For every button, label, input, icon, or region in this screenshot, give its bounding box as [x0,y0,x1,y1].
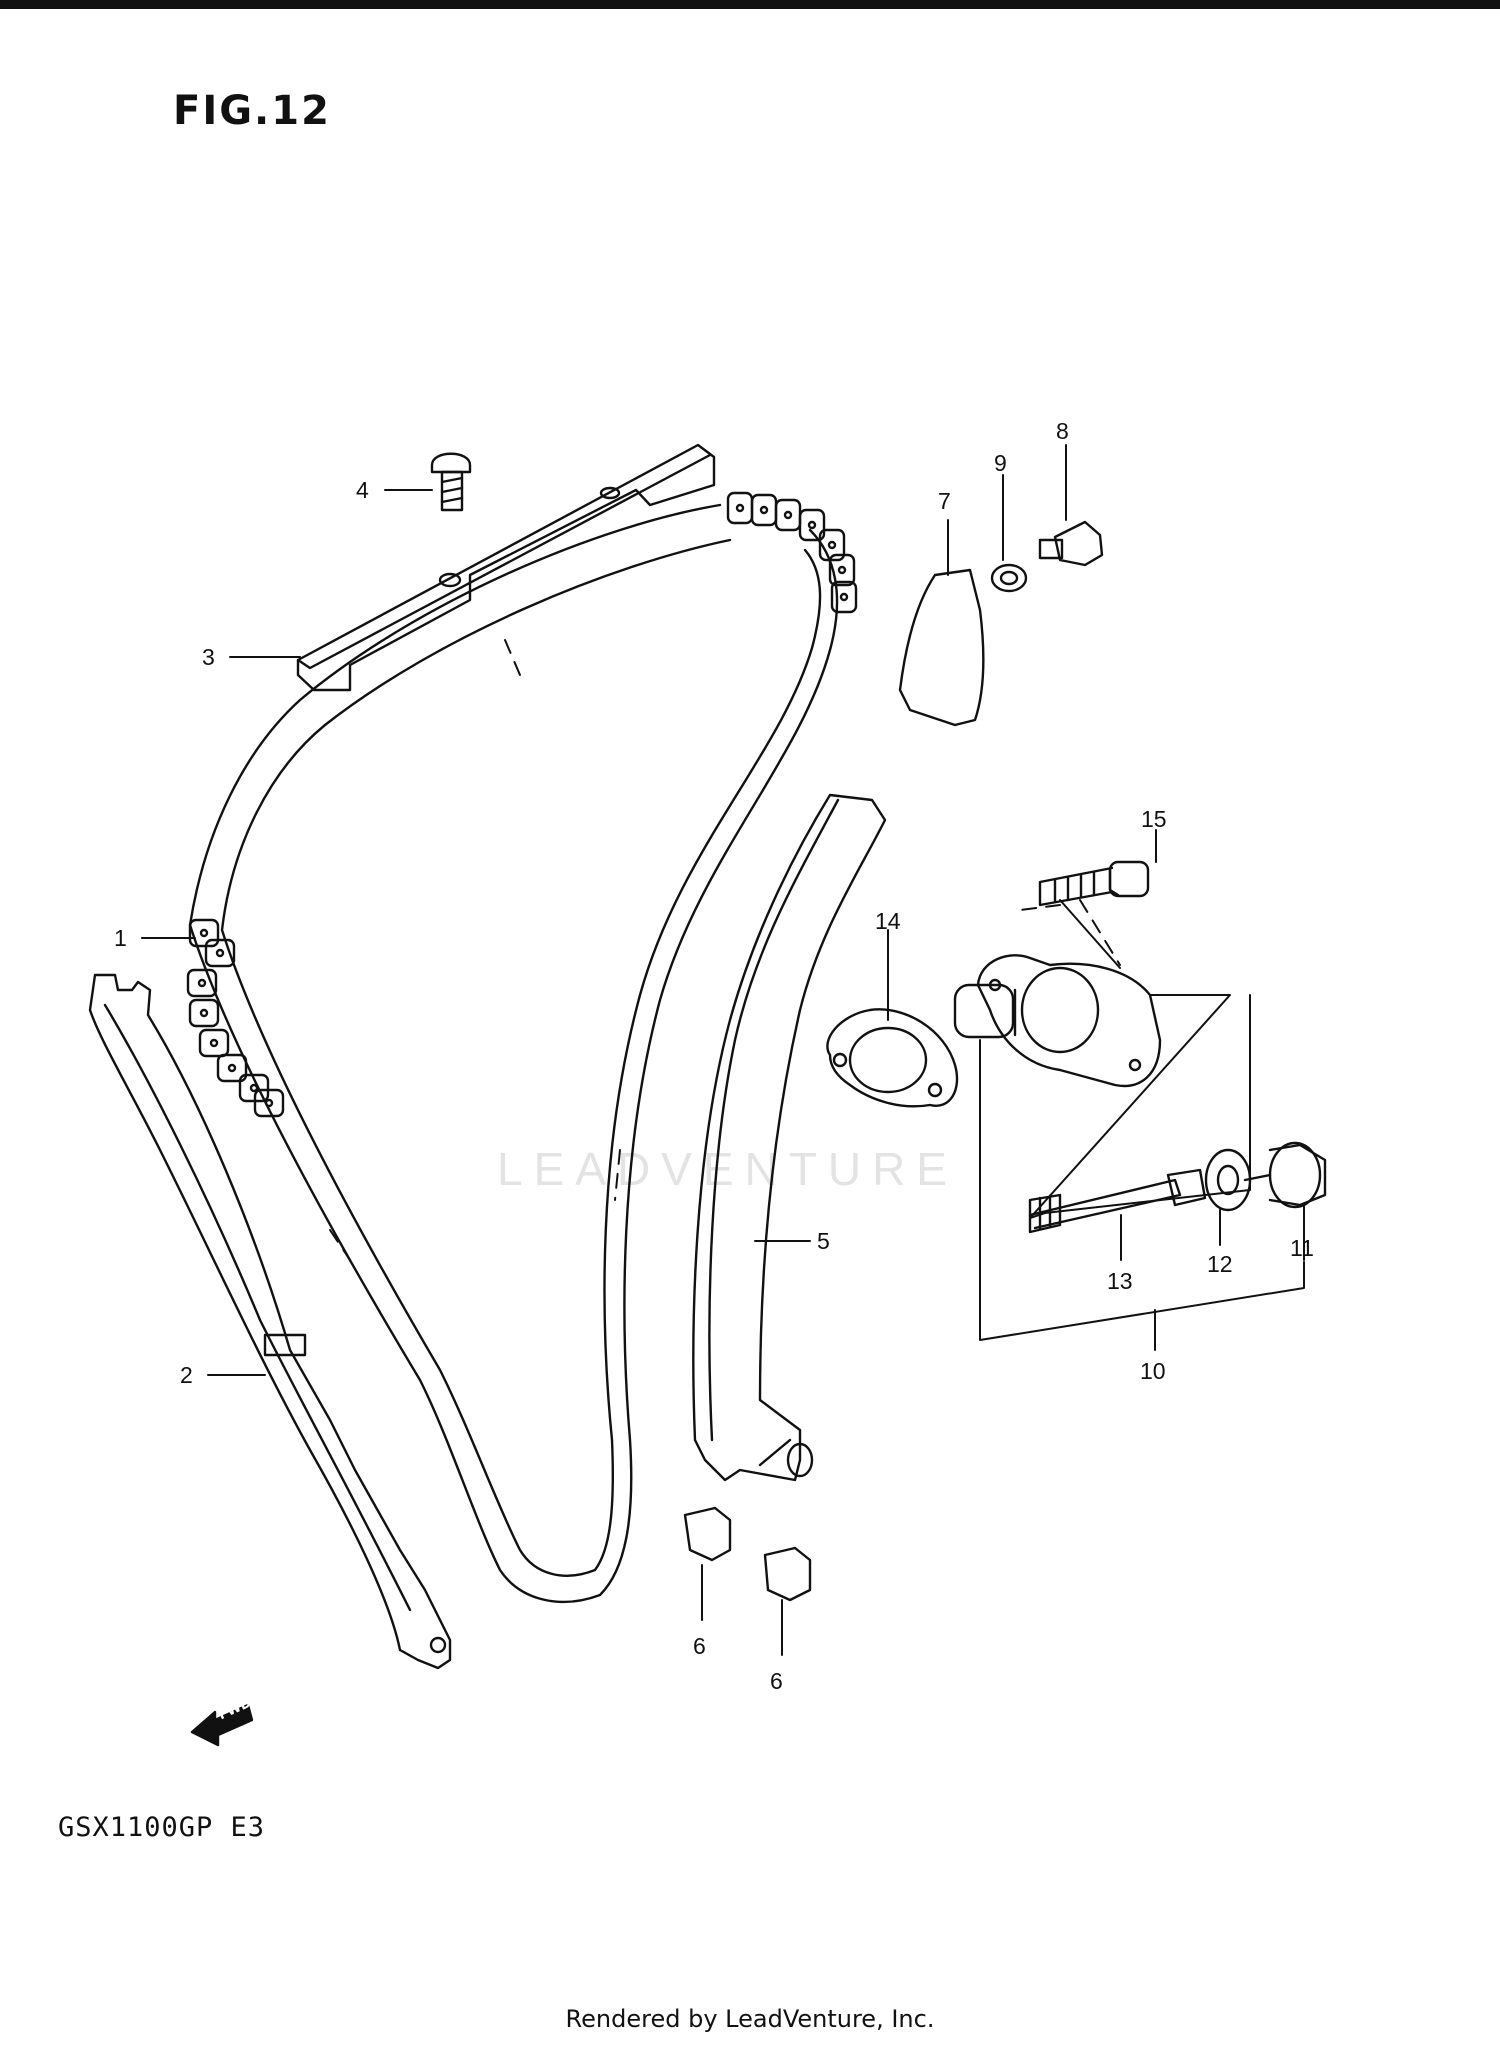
figure-title: FIG.12 [173,88,331,134]
callout-leader-lines [141,444,1305,1656]
watermark-text: LEADVENTURE [497,1143,958,1195]
callout-8: 8 [1056,418,1069,444]
callout-2: 2 [180,1362,193,1388]
callout-12: 12 [1207,1251,1233,1277]
top-border-rule [0,0,1500,9]
callout-3: 3 [202,644,215,670]
callout-6b: 6 [770,1668,783,1694]
cam-chain [186,491,858,1603]
rear-chain-guide [692,793,887,1482]
callout-1: 1 [114,925,127,951]
callout-13: 13 [1107,1268,1133,1294]
upper-chain-guide [296,443,716,692]
tensioner-pushrod-set [1028,1141,1327,1234]
callout-7: 7 [938,488,951,514]
callout-5: 5 [817,1228,830,1254]
front-chain-guide [88,973,452,1670]
callout-11: 11 [1290,1235,1314,1261]
callout-6a: 6 [693,1633,706,1659]
rendered-by-credit: Rendered by LeadVenture, Inc. [565,2005,935,2033]
damper-blocks [683,1506,812,1602]
tensioner-mounting-bolt [1038,860,1150,907]
guide-bolt [430,452,472,512]
callout-15: 15 [1141,806,1167,832]
model-code: GSX1100GP E3 [58,1812,266,1843]
callout-14: 14 [875,908,901,934]
relation-dashed-lines [329,639,1121,1261]
callout-9: 9 [994,450,1007,476]
forward-arrow-icon [190,1703,254,1747]
chain-tensioner-assembly [953,954,1162,1088]
tensioner-gasket [826,1008,959,1108]
tensioner-adjuster-parts [898,520,1104,727]
callout-4: 4 [356,477,369,503]
callout-10: 10 [1140,1358,1166,1384]
